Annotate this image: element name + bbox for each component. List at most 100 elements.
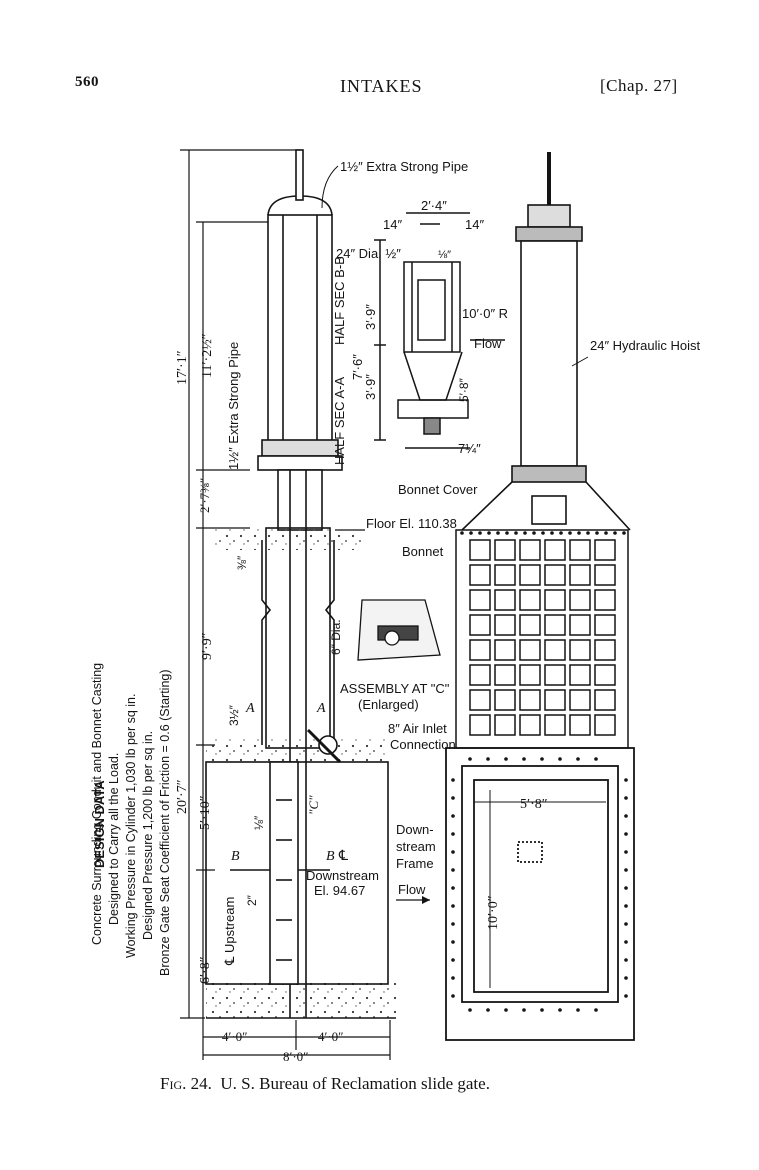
connection-label: Connection — [390, 737, 456, 752]
bolt-dot — [451, 940, 455, 944]
gate-frame — [445, 747, 635, 1041]
chapter-label: [Chap. 27] — [600, 76, 678, 95]
bonnet-cell — [519, 664, 541, 686]
design-data-line-2: Designed to Carry all the Load. — [107, 753, 121, 925]
bonnet-cell — [544, 614, 566, 636]
design-data-line-3: Working Pressure in Cylinder 1,030 lb pe… — [124, 694, 138, 958]
bonnet-cell — [544, 664, 566, 686]
bolt-dot — [468, 1008, 472, 1012]
bonnet-cell — [594, 714, 616, 736]
dim-2-inch: 2″ — [245, 894, 259, 906]
bolt-dot — [451, 850, 455, 854]
bolt-dot — [604, 531, 608, 535]
half-sec-aa: HALF SEC A-A — [332, 377, 347, 465]
bolt-dot — [451, 922, 455, 926]
bolt-dot — [460, 531, 464, 535]
bolt-dot — [624, 814, 628, 818]
bonnet-cell — [469, 689, 491, 711]
bolt-dot — [550, 531, 554, 535]
bolt-dot — [576, 757, 580, 761]
bonnet-cell — [494, 539, 516, 561]
bolt-dot — [622, 531, 626, 535]
bolt-dot — [540, 1008, 544, 1012]
bolt-dot — [451, 958, 455, 962]
design-data-line-4: Designed Pressure 1,200 lb per sq in. — [141, 731, 155, 940]
dim-14-right: 14″ — [465, 217, 484, 232]
bonnet-cell — [469, 564, 491, 586]
downstream-frame-line-1: Down- — [396, 822, 434, 837]
bolt-dot — [624, 886, 628, 890]
bonnet-cover-label: Bonnet Cover — [398, 482, 478, 497]
bonnet-cell — [469, 639, 491, 661]
bolt-dot — [451, 796, 455, 800]
flow-bottom-label: Flow — [398, 882, 426, 897]
bonnet-cell — [519, 639, 541, 661]
bonnet-cell — [594, 639, 616, 661]
bonnet-cell — [569, 539, 591, 561]
bonnet-cell — [494, 589, 516, 611]
bonnet-cell — [519, 714, 541, 736]
downstream-frame-line-2: stream — [396, 839, 436, 854]
bolt-dot — [505, 531, 509, 535]
bonnet-cell — [519, 614, 541, 636]
bolt-dot — [451, 904, 455, 908]
half-sec-bb: HALF SEC B-B — [332, 256, 347, 345]
section-mark-b-left: B — [231, 849, 240, 864]
dim-11-2: 11′·2½″ — [200, 333, 215, 378]
bolt-dot — [613, 531, 617, 535]
assembly-label: ASSEMBLY AT "C" — [340, 681, 450, 696]
assembly-inset — [357, 599, 441, 661]
bonnet-cell — [519, 539, 541, 561]
bolt-dot — [624, 904, 628, 908]
bolt-dot — [451, 886, 455, 890]
bonnet-label: Bonnet — [402, 544, 444, 559]
bolt-dot — [541, 531, 545, 535]
bonnet-cell — [469, 664, 491, 686]
dim-24-dia: 24″ Dia. ½″ — [336, 246, 401, 261]
design-data-line-1: Concrete Surrounding Conduit and Bonnet … — [90, 663, 104, 945]
bonnet-cell — [469, 589, 491, 611]
dim-2-4: 2′·4″ — [421, 198, 447, 213]
bolt-dot — [451, 976, 455, 980]
bonnet-cell — [494, 664, 516, 686]
bonnet-cell — [544, 539, 566, 561]
bonnet-cell — [569, 564, 591, 586]
bolt-dot — [577, 531, 581, 535]
bolt-dot — [624, 994, 628, 998]
floor-label: Floor El. 110.38 — [366, 516, 457, 531]
page-number: 560 — [75, 74, 99, 90]
bonnet-cell — [569, 589, 591, 611]
bonnet-cell — [494, 689, 516, 711]
bonnet-cell — [544, 689, 566, 711]
downstream-el-line-2: El. 94.67 — [314, 883, 365, 898]
bolt-dot — [624, 778, 628, 782]
figure-caption-text: U. S. Bureau of Reclamation slide gate. — [220, 1074, 490, 1093]
conduit-section — [205, 728, 396, 1019]
dim-7-quarter: 7¼″ — [458, 441, 481, 456]
dim-4-0-right: 4′·0″ — [318, 1029, 344, 1044]
upstream-label: ℄ Upstream — [222, 897, 237, 966]
bonnet-cell — [544, 564, 566, 586]
section-mark-b-right: B — [326, 849, 335, 864]
bolt-dot — [451, 994, 455, 998]
bonnet-cell — [544, 714, 566, 736]
section-mark-a-right: A — [316, 701, 326, 716]
bolt-dot — [468, 757, 472, 761]
section-mark-a-left: A — [245, 701, 255, 716]
downstream-frame-line-3: Frame — [396, 856, 434, 871]
bolt-dot — [451, 832, 455, 836]
bolt-dot — [624, 976, 628, 980]
bolt-dot — [624, 922, 628, 926]
dim-5-8-small: 5′·8″ — [457, 377, 471, 402]
bonnet-cell — [494, 639, 516, 661]
bolt-dot — [594, 1008, 598, 1012]
bolt-dot — [504, 757, 508, 761]
dim-3-5: 3½″ — [227, 704, 241, 726]
bonnet-cell — [544, 589, 566, 611]
bolt-dot — [594, 757, 598, 761]
bolt-dot — [469, 531, 473, 535]
bonnet-cell — [519, 589, 541, 611]
flow-top-label: Flow — [474, 336, 502, 351]
bolt-dot — [624, 832, 628, 836]
